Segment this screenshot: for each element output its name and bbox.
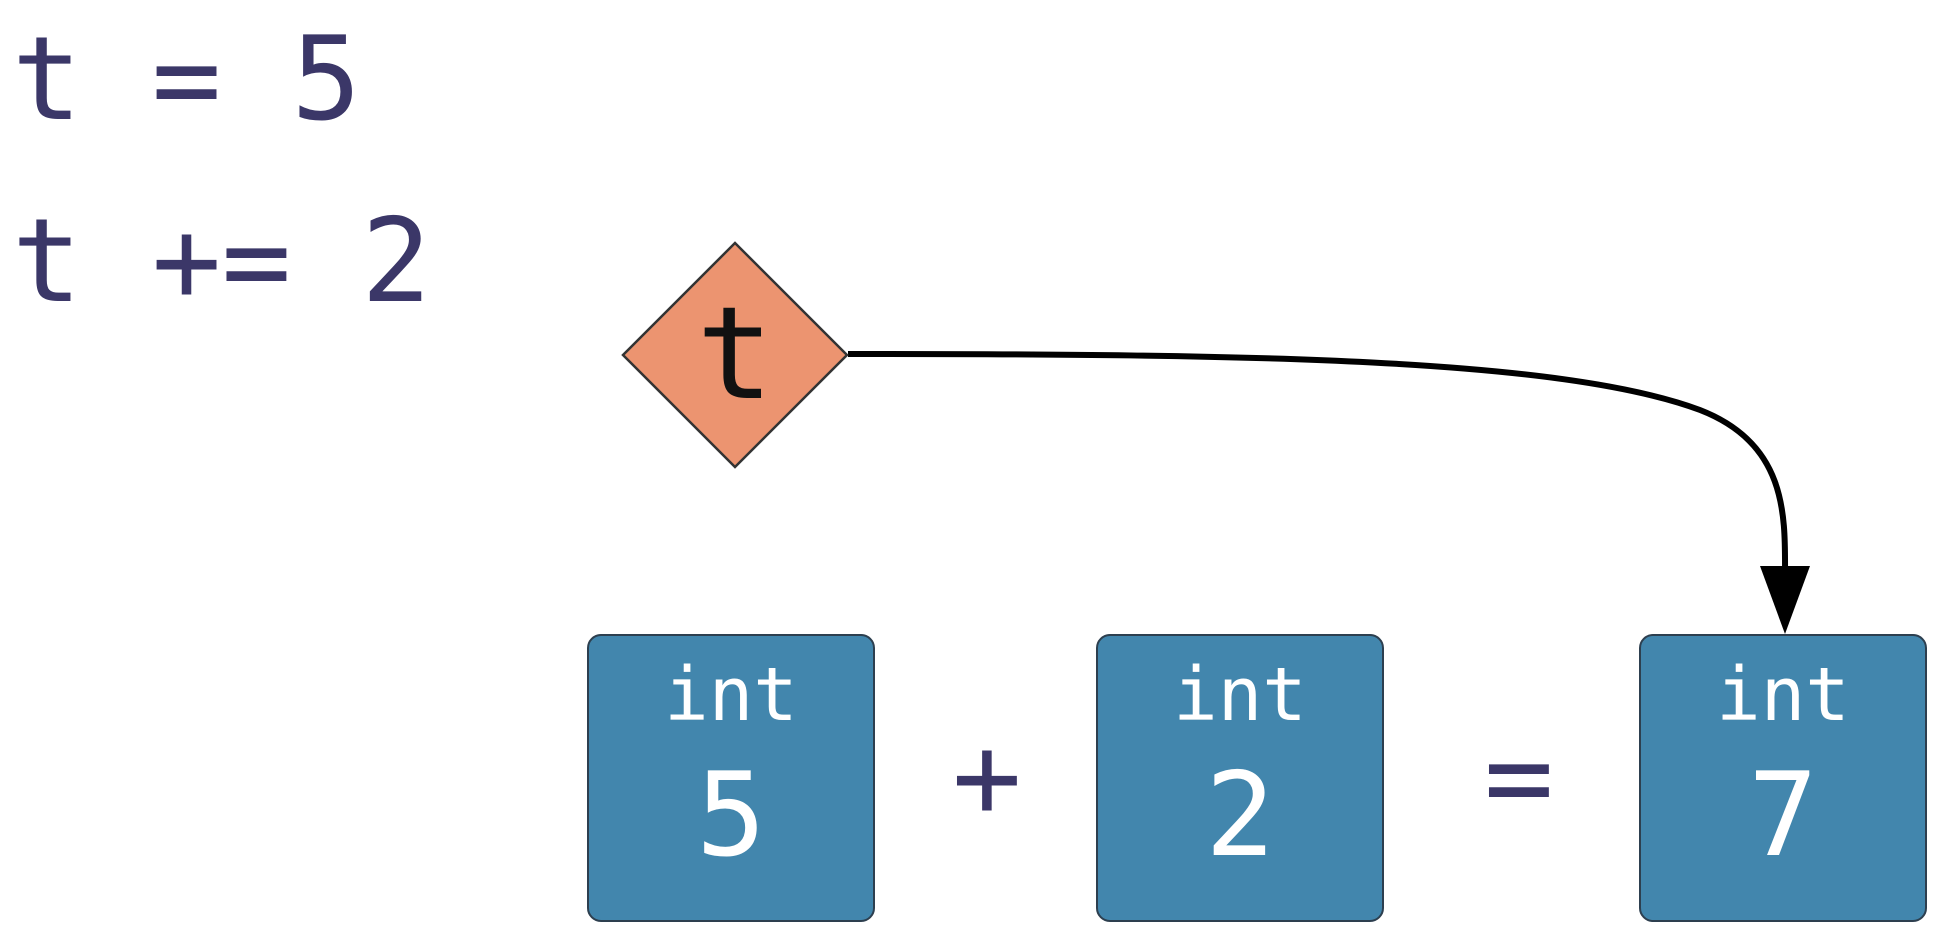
value-label: 2 <box>1205 748 1275 883</box>
code-line-augmented-add: t += 2 <box>12 194 432 329</box>
code-line-assign: t = 5 <box>12 12 362 147</box>
int-object-result: int 7 <box>1639 634 1927 922</box>
type-label: int <box>1716 652 1850 738</box>
arrow-line <box>847 351 1789 581</box>
int-object-right: int 2 <box>1096 634 1384 922</box>
type-label: int <box>664 652 798 738</box>
int-object-left: int 5 <box>587 634 875 922</box>
value-label: 5 <box>696 748 766 883</box>
value-label: 7 <box>1748 748 1818 883</box>
arrow-head <box>1760 566 1810 634</box>
variable-t-node: t <box>621 241 849 469</box>
plus-operator: + <box>952 710 1022 845</box>
type-label: int <box>1173 652 1307 738</box>
variable-name: t <box>696 280 774 429</box>
equals-operator: = <box>1484 710 1554 845</box>
